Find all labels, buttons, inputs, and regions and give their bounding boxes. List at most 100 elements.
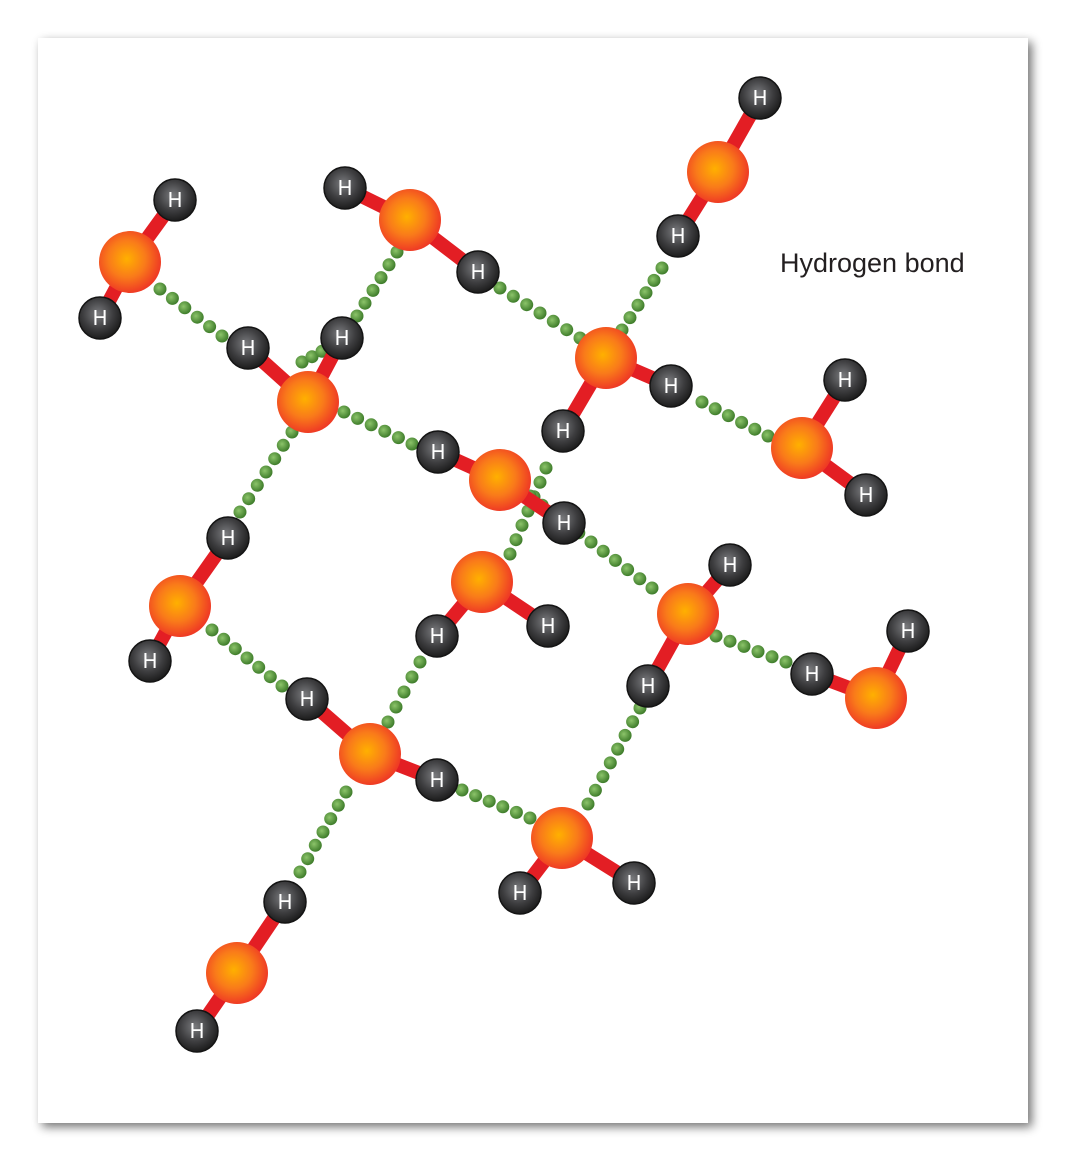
hydrogen-atom: H — [738, 76, 782, 120]
hydrogen-bond-dot — [721, 409, 735, 423]
hydrogen-atom-label: H — [858, 483, 873, 507]
hydrogen-bond-dot — [603, 756, 617, 770]
hydrogen-bond — [709, 629, 793, 669]
hydrogen-bond-dot — [584, 535, 598, 549]
hydrogen-atom-sphere — [526, 604, 570, 648]
hydrogen-atom: H — [542, 501, 586, 545]
hydrogen-atom-label: H — [189, 1019, 204, 1043]
hydrogen-bond-dot — [493, 281, 507, 295]
hydrogen-atom: H — [415, 614, 459, 658]
hydrogen-atom: H — [285, 677, 329, 721]
hydrogen-atom-label: H — [640, 674, 655, 698]
oxygen-atom — [149, 575, 211, 637]
hydrogen-bond-dot — [618, 728, 632, 742]
oxygen-atom — [771, 417, 833, 479]
hydrogen-atom: H — [78, 296, 122, 340]
hydrogen-bond-dot — [215, 329, 229, 343]
hydrogen-atom-label: H — [240, 336, 255, 360]
hydrogen-atom-label: H — [430, 440, 445, 464]
hydrogen-bond-dot — [645, 581, 659, 595]
hydrogen-atom-sphere — [612, 861, 656, 905]
hydrogen-bond-dot — [737, 639, 751, 653]
hydrogen-bond-dot — [381, 715, 395, 729]
hydrogen-bond-dot — [153, 282, 167, 296]
hydrogen-bond-dot — [190, 310, 204, 324]
hydrogen-bond-dot — [533, 306, 547, 320]
hydrogen-atom-sphere — [128, 639, 172, 683]
hydrogen-bond-dot — [455, 783, 469, 797]
hydrogen-bond-dot — [391, 431, 405, 445]
hydrogen-bond-dot — [364, 418, 378, 432]
hydrogen-bond-dot — [509, 533, 523, 547]
hydrogen-atom-label: H — [334, 326, 349, 350]
oxygen-atom-layer — [99, 141, 907, 1004]
hydrogen-bond-dot — [779, 655, 793, 669]
hydrogen-atom: H — [175, 1009, 219, 1053]
hydrogen-bond-dot — [259, 465, 273, 479]
hydrogen-bond-dot — [316, 825, 330, 839]
oxygen-atom — [657, 583, 719, 645]
hydrogen-bond-dot — [331, 798, 345, 812]
hydrogen-bond-dot — [240, 651, 254, 665]
hydrogen-bond-dot — [515, 518, 529, 532]
hydrogen-bond-dot — [293, 865, 307, 879]
hydrogen-bond-dot — [233, 505, 247, 519]
hydrogen-atom-label: H — [540, 614, 555, 638]
hydrogen-bond-dot — [301, 852, 315, 866]
hydrogen-bond-dot — [242, 492, 256, 506]
hydrogen-bond-dot — [366, 283, 380, 297]
hydrogen-bond-dot — [621, 563, 635, 577]
hydrogen-atom-label: H — [167, 188, 182, 212]
hydrogen-bond-dot — [631, 298, 645, 312]
hydrogen-bond-dot — [581, 797, 595, 811]
hydrogen-atom: H — [844, 473, 888, 517]
hydrogen-atom-sphere — [649, 364, 693, 408]
hydrogen-bond-dot — [250, 478, 264, 492]
hydrogen-bond — [205, 623, 289, 693]
hydrogen-bond-dot — [647, 273, 661, 287]
hydrogen-atom: H — [656, 214, 700, 258]
hydrogen-bond-dot — [523, 811, 537, 825]
hydrogen-bond-dot — [509, 805, 523, 819]
oxygen-atom — [531, 807, 593, 869]
hydrogen-bond-dot — [358, 296, 372, 310]
hydrogen-bond — [337, 405, 419, 451]
hydrogen-bond — [695, 395, 775, 443]
hydrogen-atom-label: H — [837, 368, 852, 392]
hydrogen-atom: H — [415, 758, 459, 802]
hydrogen-bond-dot — [178, 301, 192, 315]
hydrogen-bond-dot — [748, 422, 762, 436]
hydrogen-atom: H — [263, 880, 307, 924]
hydrogen-bond — [615, 261, 669, 337]
hydrogen-atom-sphere — [790, 652, 834, 696]
hydrogen-atom: H — [206, 516, 250, 560]
hydrogen-bond-dot — [165, 291, 179, 305]
hydrogen-bond-dot — [596, 544, 610, 558]
hydrogen-atom-label: H — [470, 260, 485, 284]
hydrogen-atom-sphere — [416, 430, 460, 474]
hydrogen-atom-label: H — [512, 881, 527, 905]
hydrogen-bond-dot — [217, 632, 231, 646]
hydrogen-atom-label: H — [142, 649, 157, 673]
hydrogen-bond-dot — [382, 258, 396, 272]
hydrogen-atom-sphere — [456, 250, 500, 294]
hydrogen-atom-label: H — [92, 306, 107, 330]
oxygen-atom — [277, 371, 339, 433]
hydrogen-atom-sphere — [626, 664, 670, 708]
hydrogen-atom-sphere — [823, 358, 867, 402]
hydrogen-atom: H — [626, 664, 670, 708]
hydrogen-bond-dot — [633, 572, 647, 586]
hydrogen-bond — [293, 785, 353, 879]
hydrogen-bond-layer — [153, 245, 793, 879]
hydrogen-atom-sphere — [175, 1009, 219, 1053]
hydrogen-bond-dot — [308, 838, 322, 852]
hydrogen-atom-sphere — [498, 871, 542, 915]
oxygen-atom — [687, 141, 749, 203]
hydrogen-bond-caption: Hydrogen bond — [780, 248, 965, 278]
hydrogen-atom: H — [790, 652, 834, 696]
hydrogen-bond-dot — [469, 789, 483, 803]
hydrogen-atom: H — [886, 609, 930, 653]
oxygen-atom — [575, 327, 637, 389]
